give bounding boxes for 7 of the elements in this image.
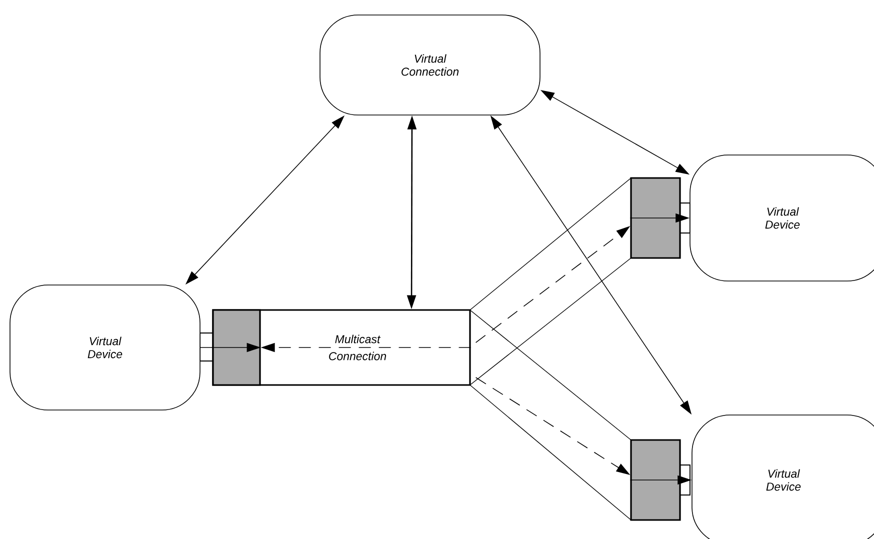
device-box: Virtual Device	[690, 154, 874, 282]
device-box: Virtual Device	[692, 414, 874, 539]
port-box	[212, 309, 261, 386]
port-box	[630, 177, 681, 259]
port-box	[630, 439, 681, 521]
connection-box: Virtual Connection	[320, 14, 540, 116]
device-box: Virtual Device	[10, 284, 200, 410]
